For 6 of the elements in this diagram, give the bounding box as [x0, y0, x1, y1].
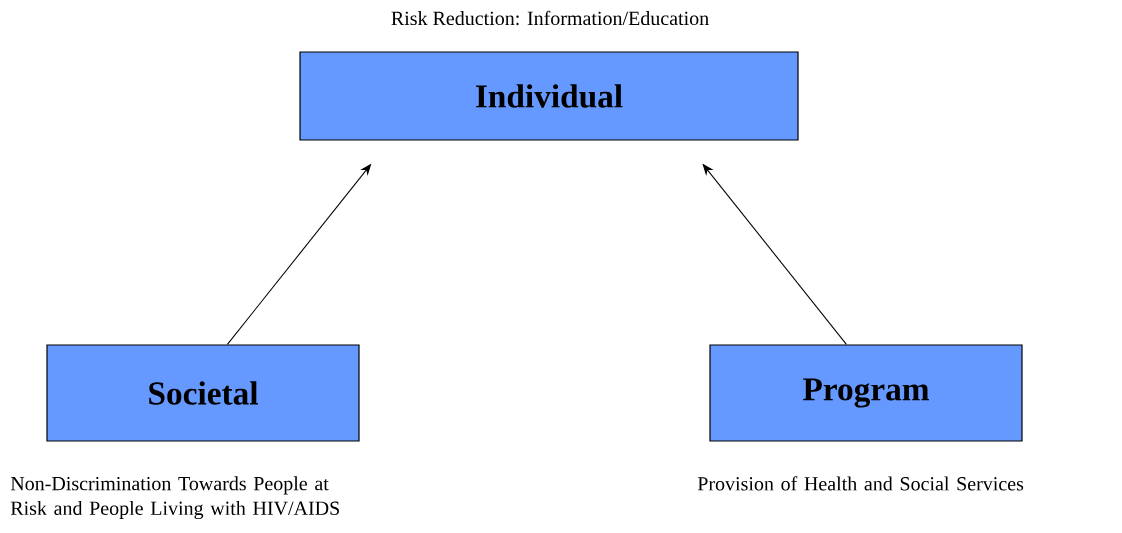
caption-text: Risk Reduction: Information/Education — [391, 10, 709, 26]
caption-text: Provision of Health and Social Services — [697, 476, 1024, 491]
level-box: Societal — [46, 344, 360, 442]
level-box: Individual — [299, 51, 799, 141]
level-box: Program — [709, 344, 1023, 442]
caption-text: Non-Discrimination Towards People at Risk and People Living with HIV/AIDS — [10, 476, 339, 520]
